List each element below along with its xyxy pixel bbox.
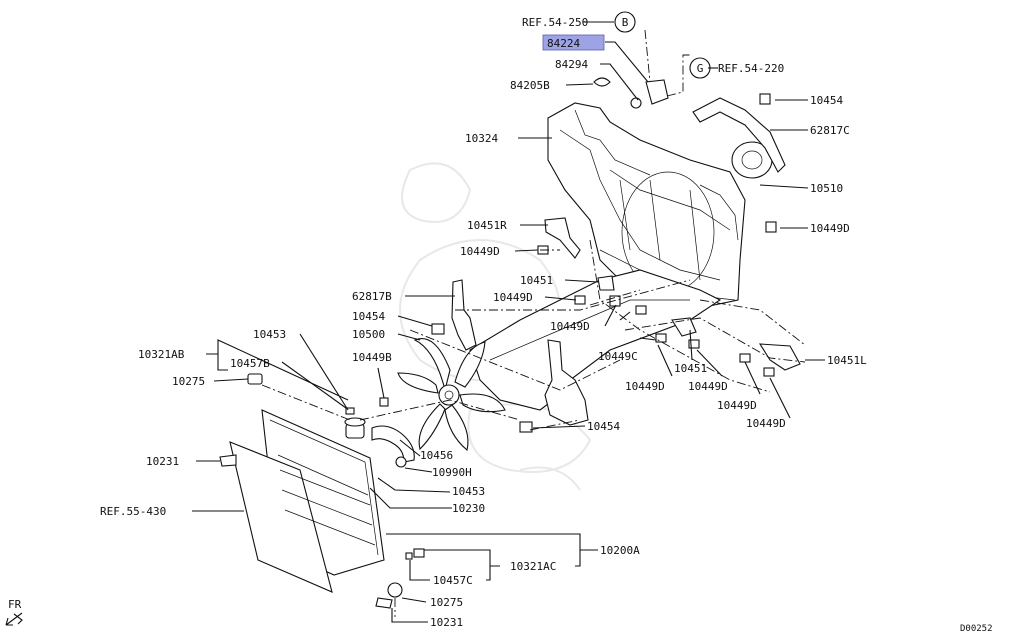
ref-label-g[interactable]: REF.54-220 <box>718 62 784 75</box>
bolts-drawing <box>345 93 777 560</box>
leader-lines <box>192 21 825 623</box>
ref-circle-g[interactable]: G <box>689 57 711 79</box>
part-label-10456[interactable]: 10456 <box>420 449 453 462</box>
bracket-62817b-drawing <box>451 279 477 351</box>
part-label-10451[interactable]: 10451 <box>520 274 553 287</box>
part-label-10449d[interactable]: 10449D <box>460 245 500 258</box>
ref-circle-b[interactable]: B <box>614 11 636 33</box>
part-labels: REF.54-250 REF.54-220 REF.55-430 84224 8… <box>100 16 867 629</box>
part-label-62817c[interactable]: 62817C <box>810 124 850 137</box>
part-label-10449c[interactable]: 10449C <box>598 350 638 363</box>
part-label-10324[interactable]: 10324 <box>465 132 498 145</box>
part-label-10449d[interactable]: 10449D <box>625 380 665 393</box>
part-label-10451[interactable]: 10451 <box>674 362 707 375</box>
part-label-10457c[interactable]: 10457C <box>433 574 473 587</box>
highlight-box <box>542 34 605 51</box>
drawing-code: D00252 <box>960 624 993 634</box>
part-label-10454[interactable]: 10454 <box>587 420 620 433</box>
part-label-10451l[interactable]: 10451L <box>827 354 867 367</box>
cap-and-hose-drawing <box>219 373 415 609</box>
part-label-62817b[interactable]: 62817B <box>352 290 392 303</box>
lower-shroud-drawing <box>544 339 589 426</box>
part-label-10231[interactable]: 10231 <box>146 455 179 468</box>
part-label-10230[interactable]: 10230 <box>452 502 485 515</box>
part-label-84294[interactable]: 84294 <box>555 58 588 71</box>
part-label-10449d[interactable]: 10449D <box>810 222 850 235</box>
part-label-10451r[interactable]: 10451R <box>467 219 507 232</box>
front-direction-indicator: FR <box>5 598 23 626</box>
fan-blade-drawing <box>397 338 506 451</box>
part-label-10200a[interactable]: 10200A <box>600 544 640 557</box>
part-label-84205b[interactable]: 84205B <box>510 79 550 92</box>
svg-text:G: G <box>697 62 704 75</box>
ref-label-55-430[interactable]: REF.55-430 <box>100 505 166 518</box>
part-label-10321ac[interactable]: 10321AC <box>510 560 556 573</box>
part-label-10454[interactable]: 10454 <box>352 310 385 323</box>
brackets-drawing <box>544 217 801 371</box>
part-label-84224[interactable]: 84224 <box>547 37 580 50</box>
part-label-10990h[interactable]: 10990H <box>432 466 472 479</box>
part-label-10453[interactable]: 10453 <box>452 485 485 498</box>
part-label-10231[interactable]: 10231 <box>430 616 463 629</box>
part-label-10453[interactable]: 10453 <box>253 328 286 341</box>
part-label-10321ab[interactable]: 10321AB <box>138 348 185 361</box>
part-label-10449d[interactable]: 10449D <box>717 399 757 412</box>
front-arrow-icon <box>5 612 23 626</box>
part-label-10449d[interactable]: 10449D <box>746 417 786 430</box>
part-label-10275[interactable]: 10275 <box>430 596 463 609</box>
part-label-10510[interactable]: 10510 <box>810 182 843 195</box>
assembly-lines <box>261 29 806 617</box>
part-label-10449b[interactable]: 10449B <box>352 351 392 364</box>
part-label-10500[interactable]: 10500 <box>352 328 385 341</box>
part-label-10449d[interactable]: 10449D <box>493 291 533 304</box>
part-label-10449d[interactable]: 10449D <box>688 380 728 393</box>
sensor-84224-drawing <box>593 77 669 109</box>
fr-label: FR <box>8 598 22 611</box>
part-label-10454[interactable]: 10454 <box>810 94 843 107</box>
radiator-drawing <box>229 409 385 593</box>
ref-label-b[interactable]: REF.54-250 <box>522 16 588 29</box>
part-label-10449d[interactable]: 10449D <box>550 320 590 333</box>
bracket-62817c-drawing <box>692 97 786 173</box>
svg-text:B: B <box>622 16 629 29</box>
part-label-10275[interactable]: 10275 <box>172 375 205 388</box>
part-label-10457b[interactable]: 10457B <box>230 357 270 370</box>
